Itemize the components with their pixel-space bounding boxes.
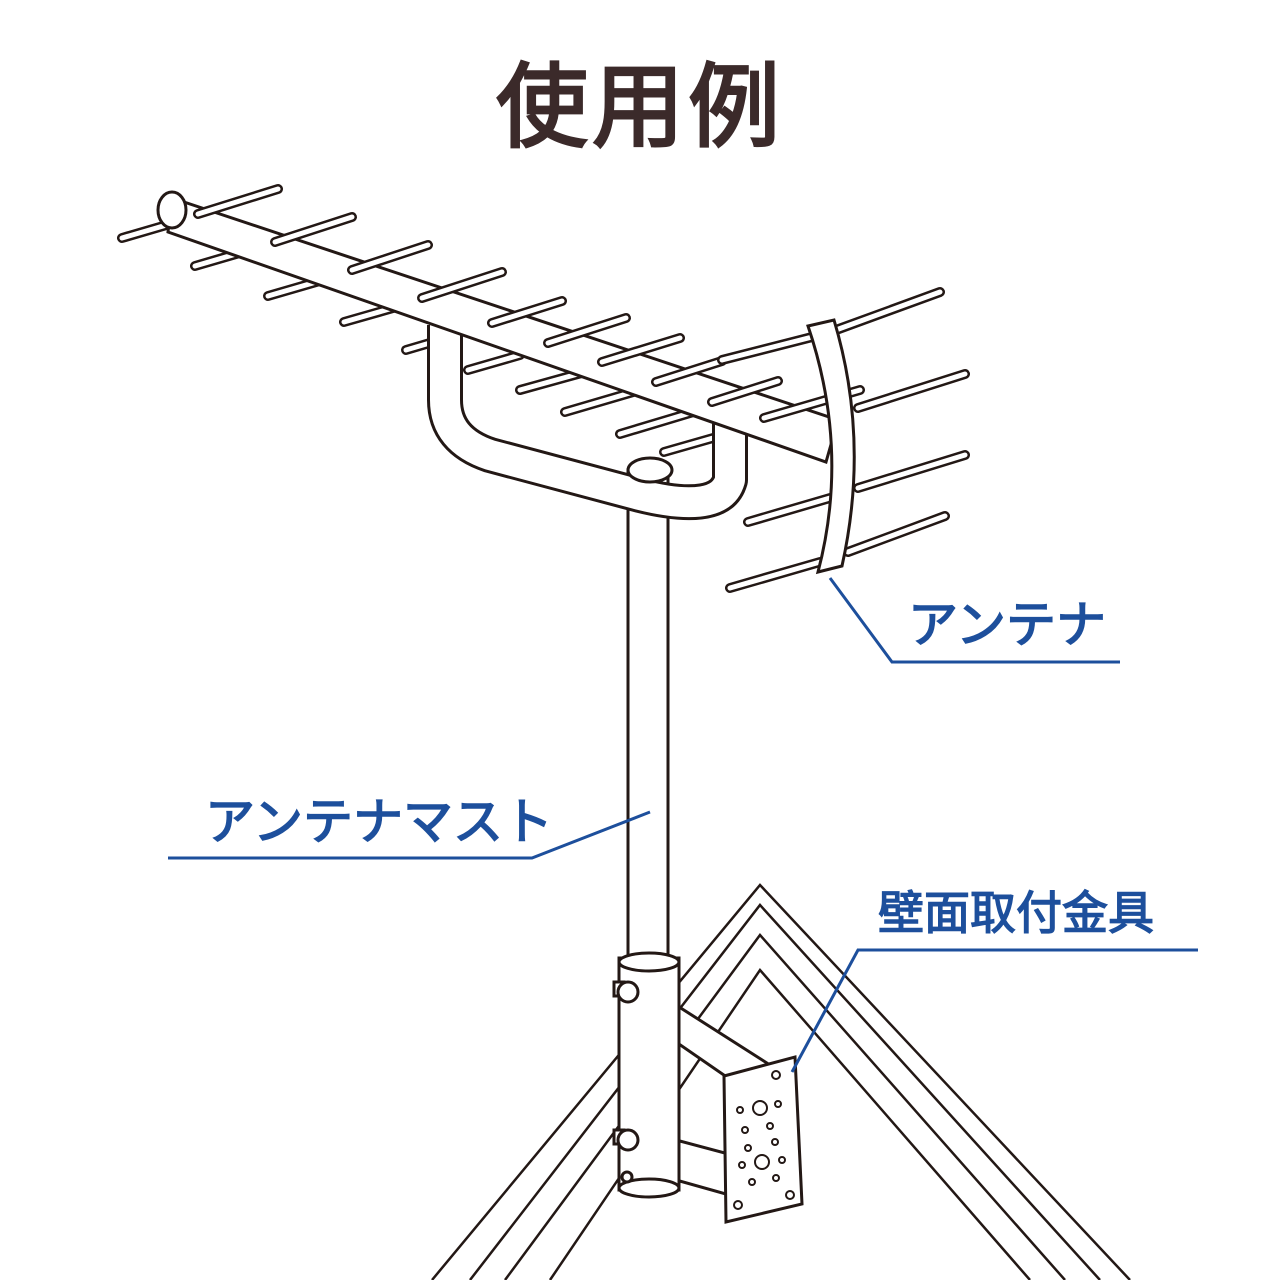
antenna-reflector-elements-inner	[719, 289, 968, 591]
label-wall-bracket: 壁面取付金具	[878, 886, 1154, 940]
antenna-mast	[626, 468, 670, 992]
antenna-u-bracket	[427, 325, 748, 521]
antenna-elements-back-inner	[119, 221, 723, 455]
label-antenna-mast: アンテナマスト	[205, 793, 553, 851]
antenna-elements-back	[117, 219, 725, 457]
leader-lines	[168, 577, 1198, 1073]
label-antenna: アンテナ	[908, 596, 1106, 654]
bracket-plate	[722, 1055, 804, 1224]
mast-clamp	[612, 951, 681, 1199]
antenna-boom	[156, 190, 840, 464]
antenna-reflector-frame	[806, 318, 856, 575]
page-title: 使用例	[495, 54, 784, 161]
